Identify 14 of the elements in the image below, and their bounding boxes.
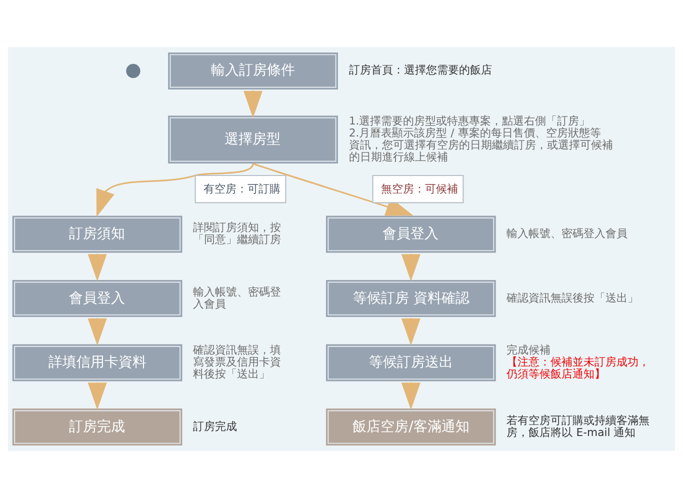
node-label: 完成候補: [506, 343, 551, 356]
node-label: 1.選擇需要的房型或特惠專案，點選右側「訂房」: [348, 114, 590, 127]
edge-label: 有空房：可訂購: [203, 182, 280, 195]
node-label: 訂房首頁：選擇您需要的飯店: [348, 63, 492, 76]
node-label: 2.月曆表顯示該房型 / 專案的每日售價、空房狀態等資訊，您可選擇有空房的日期繼續訂房，或選擇可候補的日期進行線上候補: [348, 126, 613, 163]
node-label: 確認資訊無誤，填寫發票及信用卡資料後按「送出」: [193, 343, 282, 380]
node-label: 若有空房可訂購或持續客滿無房，飯店將以 E-mail 通知: [506, 413, 650, 438]
node-label: 輸入帳號、密碼登入會員: [506, 226, 628, 240]
node-label: 詳閱訂房須知，按「同意」繼續訂房: [193, 220, 282, 246]
edge-label: 無空房：可候補: [380, 182, 458, 195]
node-label: 訂房完成: [193, 419, 238, 432]
node-label: 確認資訊無誤後按「送出」: [506, 290, 639, 304]
node-label: 輸入帳號、密碼登入會員: [193, 284, 282, 310]
node-label: 【注意：候補並未訂房成功，仍須等候飯店通知】: [506, 355, 650, 380]
